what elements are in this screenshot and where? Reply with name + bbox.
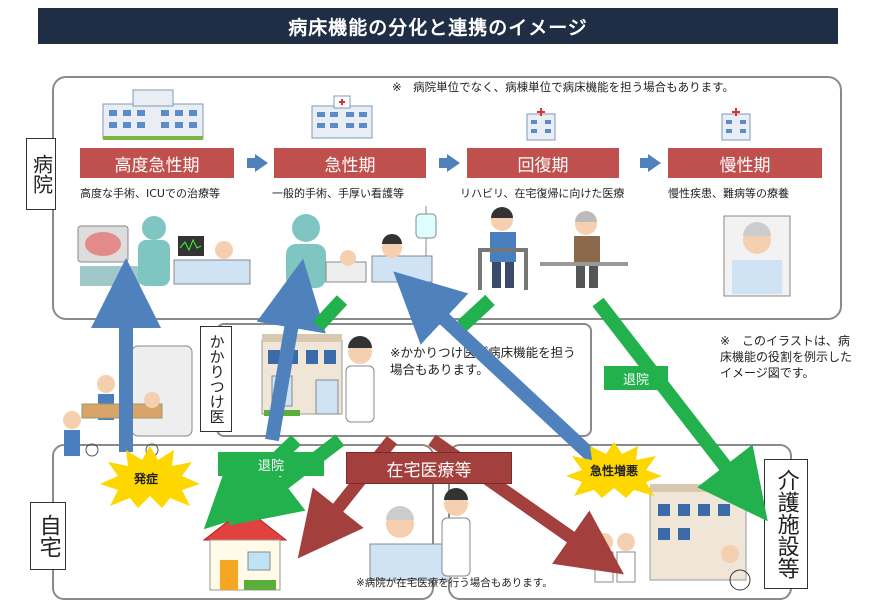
home-care-note: ※病院が在宅医療を行う場合もあります。: [356, 577, 553, 589]
hospital-note: ※ 病院単位でなく、病棟単位で病床機能を担う場合もあります。: [392, 80, 734, 94]
home-house-icon: [202, 507, 288, 591]
clinic-label-text: かかりつけ医: [207, 334, 226, 424]
acute-exacerbation-burst-icon: [566, 442, 662, 498]
discharge-label-left: 退院: [218, 452, 324, 476]
long-term-care-illustration: [723, 215, 791, 297]
stage-label: 高度急性期: [114, 155, 200, 176]
home-label-text: 自宅: [35, 514, 61, 558]
stage-desc: 高度な手術、ICUでの治療等: [80, 187, 220, 200]
discharge-to-facility-arrow: [592, 297, 768, 522]
hospital-label: 病院: [26, 138, 56, 210]
stage-desc: リハビリ、在宅復帰に向けた医療: [460, 187, 625, 200]
next-stage-arrow-icon: [640, 154, 661, 172]
home-care-illustration: [369, 488, 471, 581]
onset-label: 発症: [134, 472, 159, 486]
title-banner: 病床機能の分化と連携のイメージ: [38, 8, 838, 44]
stage-chronic: 慢性期: [668, 148, 822, 178]
stage-desc: 一般的手術、手厚い看護等: [272, 187, 404, 200]
care-facility-label-text: 介護施設等: [773, 469, 799, 579]
clinic-label: かかりつけ医: [200, 326, 232, 432]
rehabilitation-illustration: [478, 207, 628, 290]
clinic-illustration: [261, 334, 375, 423]
clinic-to-acute-arrow: [256, 258, 326, 442]
discharge-label-text: 退院: [622, 372, 649, 388]
discharge-label-right: 退院: [604, 366, 668, 390]
medium-hospital-icon: [311, 95, 373, 139]
next-stage-arrow-icon: [247, 154, 268, 172]
acute-exacerbation-label: 急性増悪: [590, 464, 639, 478]
stage-recovery: 回復期: [467, 148, 619, 178]
small-hospital-icon: [526, 108, 556, 141]
discharge-label-text: 退院: [257, 458, 284, 474]
exacerbation-to-hospital-arrow: [393, 271, 603, 468]
care-facility-label: 介護施設等: [764, 459, 808, 589]
large-hospital-icon: [102, 89, 204, 140]
small-hospital-icon: [721, 108, 751, 141]
next-stage-arrow-icon: [439, 154, 460, 172]
page-title: 病床機能の分化と連携のイメージ: [288, 16, 588, 39]
stage-desc: 慢性疾患、難病等の療養: [668, 187, 789, 200]
stage-highly-acute: 高度急性期: [80, 148, 234, 178]
home-care-label-text: 在宅医療等: [386, 460, 472, 481]
home-care-label: 在宅医療等: [346, 452, 512, 484]
acute-to-clinic-green-arrow: [312, 295, 348, 331]
hospital-label-text: 病院: [29, 154, 54, 194]
stage-acute: 急性期: [274, 148, 426, 178]
stage-label: 急性期: [324, 155, 376, 176]
home-label: 自宅: [30, 502, 66, 570]
stage-label: 回復期: [517, 155, 569, 176]
stage-label: 慢性期: [719, 155, 771, 176]
recovery-to-clinic-green-arrow: [457, 294, 495, 332]
side-note: ※ このイラストは、病床機能の役割を例示したイメージ図です。: [720, 334, 853, 381]
emergency-transport-illustration: [63, 345, 193, 457]
onset-burst-icon: [100, 446, 200, 508]
